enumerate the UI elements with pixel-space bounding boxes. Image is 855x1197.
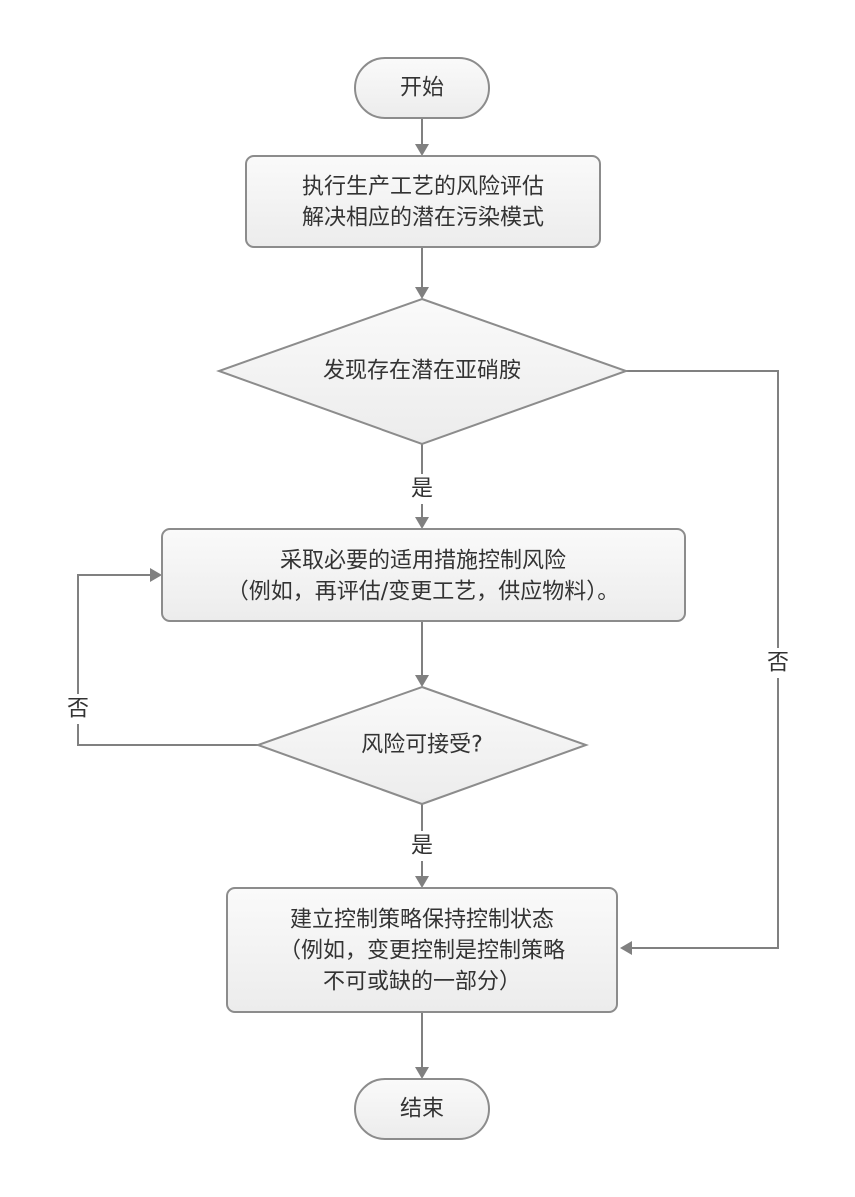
risk-assessment-line-1: 执行生产工艺的风险评估 bbox=[302, 175, 544, 200]
edge-acceptable-no-loop bbox=[77, 574, 258, 746]
start-node-shape bbox=[354, 57, 490, 119]
end-node-label: 结束 bbox=[400, 1097, 444, 1122]
control-strategy-line-3: 不可或缺的一部分） bbox=[323, 970, 521, 995]
risk-assessment-line-2: 解决相应的潜在污染模式 bbox=[302, 206, 544, 231]
acceptable-decision-label: 风险可接受? bbox=[361, 733, 483, 758]
control-strategy-process: 建立控制策略保持控制状态 （例如，变更控制是控制策略 不可或缺的一部分） bbox=[226, 887, 618, 1013]
arrow-start-to-assess bbox=[415, 144, 429, 156]
arrow-control-to-end bbox=[415, 1067, 429, 1079]
arrow-mitigate-to-acceptable bbox=[415, 675, 429, 687]
control-strategy-process-shape bbox=[226, 887, 618, 1013]
nitrosamine-decision-shape bbox=[216, 297, 629, 446]
arrow-assess-to-decision bbox=[415, 287, 429, 299]
label-no-right: 否 bbox=[767, 651, 789, 676]
edge-decision-no-to-control bbox=[626, 370, 779, 949]
mitigation-line-2: （例如，再评估/变更工艺，供应物料）。 bbox=[227, 580, 619, 605]
acceptable-decision-shape bbox=[255, 685, 589, 806]
label-yes-1: 是 bbox=[411, 477, 433, 502]
label-yes-2: 是 bbox=[411, 834, 433, 859]
start-node: 开始 bbox=[354, 57, 490, 119]
end-node: 结束 bbox=[354, 1078, 490, 1140]
arrow-decision-no-to-control bbox=[620, 941, 632, 955]
label-no-left: 否 bbox=[67, 697, 89, 722]
edge-labels: 是 否 否 是 bbox=[64, 474, 792, 861]
nitrosamine-decision: 发现存在潜在亚硝胺 bbox=[216, 297, 629, 446]
risk-assessment-process: 执行生产工艺的风险评估 解决相应的潜在污染模式 bbox=[245, 155, 601, 248]
arrow-acceptable-no-loop bbox=[150, 568, 162, 582]
arrow-decision-yes-to-mitigate bbox=[415, 517, 429, 529]
mitigation-process-shape bbox=[161, 528, 686, 622]
risk-assessment-process-shape bbox=[245, 155, 601, 248]
nitrosamine-decision-label: 发现存在潜在亚硝胺 bbox=[323, 359, 521, 384]
start-node-label: 开始 bbox=[400, 76, 444, 101]
acceptable-decision: 风险可接受? bbox=[255, 685, 589, 806]
control-strategy-line-1: 建立控制策略保持控制状态 bbox=[290, 908, 554, 933]
arrow-acceptable-yes-to-control bbox=[415, 876, 429, 888]
control-strategy-line-2: （例如，变更控制是控制策略 bbox=[279, 939, 565, 964]
mitigation-process: 采取必要的适用措施控制风险 （例如，再评估/变更工艺，供应物料）。 bbox=[161, 528, 686, 622]
mitigation-line-1: 采取必要的适用措施控制风险 bbox=[280, 549, 566, 574]
end-node-shape bbox=[354, 1078, 490, 1140]
